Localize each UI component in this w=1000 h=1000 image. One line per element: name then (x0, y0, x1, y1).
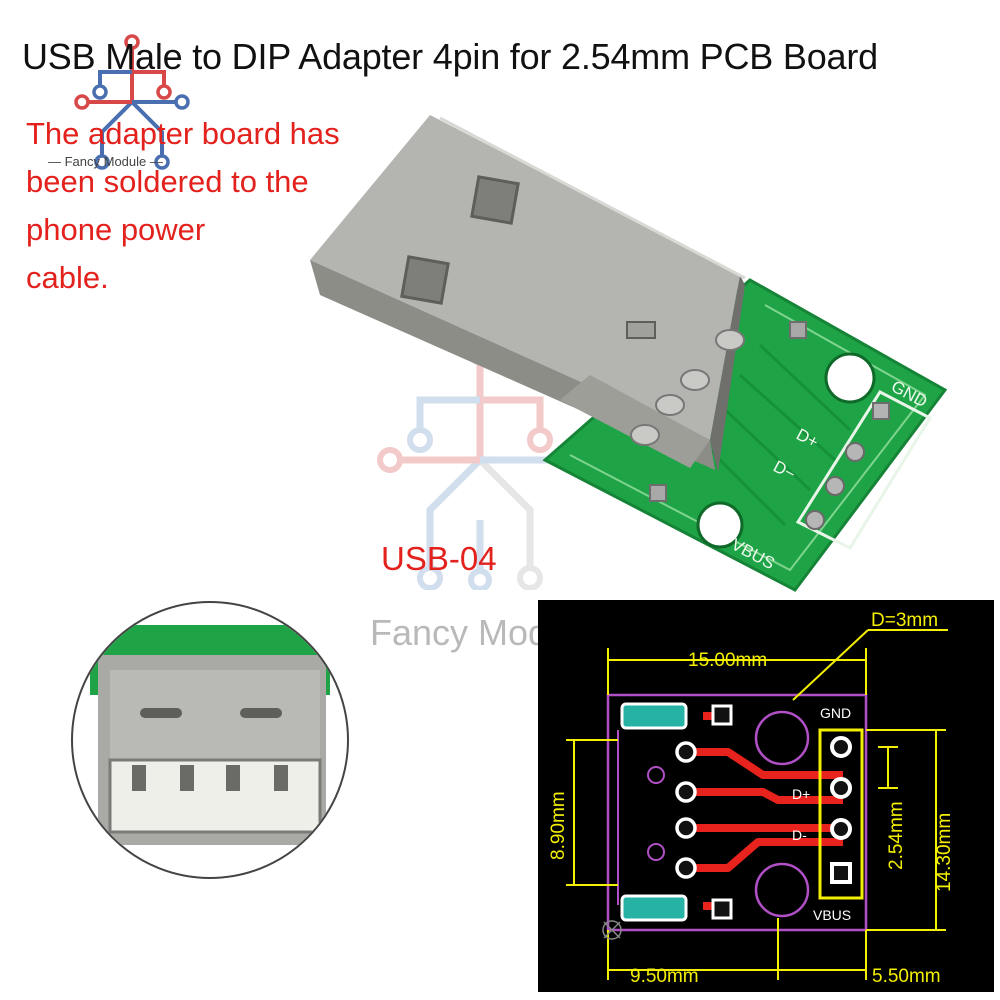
pin-label-gnd: GND (820, 705, 851, 721)
watermark-logo-icon (377, 340, 583, 590)
dim-pitch: 2.54mm (886, 801, 907, 870)
note-line: The adapter board has (26, 116, 340, 151)
pcb-dimension-drawing: GND D+ D- VBUS D=3mm 1 (538, 600, 994, 992)
page-title: USB Male to DIP Adapter 4pin for 2.54mm … (22, 36, 878, 77)
watermark-brand-text: Fancy Module (370, 612, 540, 653)
pcb-board: GND D+ D− VBUS (542, 278, 948, 592)
note-line: phone power (26, 212, 206, 247)
brand-logo-icon (74, 34, 190, 170)
dim-hole-diameter: D=3mm (871, 610, 938, 631)
note-line: cable. (26, 260, 109, 295)
pin-label-dminus: D- (792, 827, 807, 843)
pin-label-vbus: VBUS (813, 907, 851, 923)
adapter-photo: GND D+ D− VBUS (310, 115, 948, 592)
note-line: been soldered to the (26, 164, 309, 199)
dim-height: 14.30mm (934, 813, 955, 892)
soldered-note: The adapter board has been soldered to t… (26, 110, 406, 302)
usb-connector (310, 115, 746, 472)
dim-width: 15.00mm (688, 650, 767, 671)
dim-left-offset: 9.50mm (630, 966, 699, 987)
pin-label-dplus: D+ (792, 786, 810, 802)
dim-right-offset: 5.50mm (872, 966, 941, 987)
connector-closeup (71, 601, 349, 879)
dim-pin-span: 8.90mm (548, 791, 569, 860)
logo-label: — Fancy Module — (48, 154, 163, 169)
model-label: USB-04 (381, 540, 497, 577)
